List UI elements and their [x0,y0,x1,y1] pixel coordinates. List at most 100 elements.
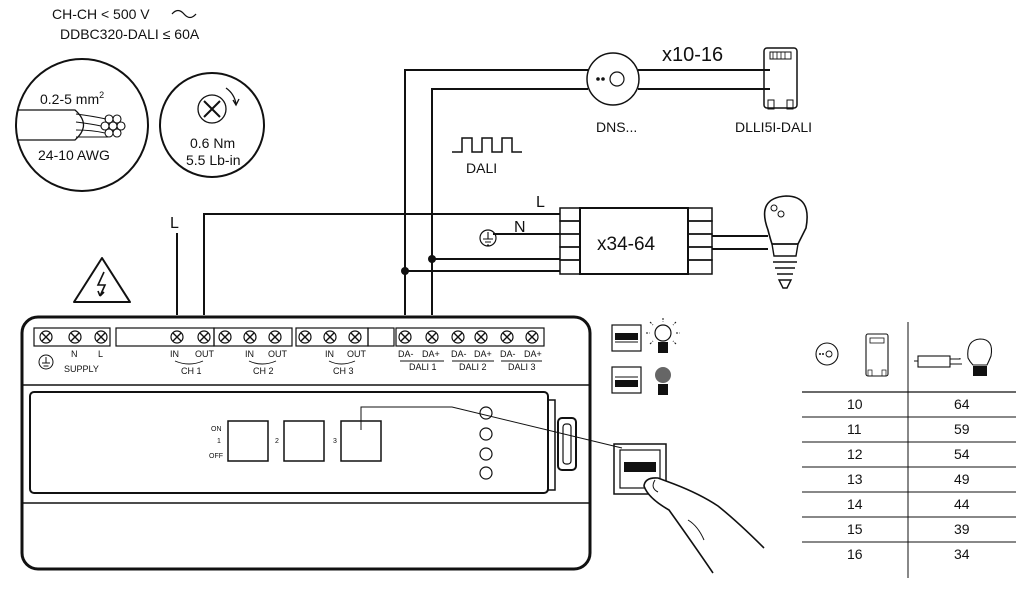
table-cell-sensors: 11 [847,421,862,437]
warning-triangle-icon [73,257,131,303]
header-voltage: CH-CH < 500 V [52,6,150,22]
torque-nm: 0.6 Nm [190,135,235,151]
ch1-out: OUT [195,349,215,359]
front-panel [29,391,549,494]
zoom-pointer-line [360,406,623,449]
sensor-column-icon [815,342,839,366]
controller-device: N L SUPPLY IN OUT CH 1 IN OUT CH 2 IN OU… [20,315,623,571]
wire-dali-minus [404,69,588,315]
dali3-minus: DA- [500,349,516,359]
driver-bulb-column-icon [914,338,993,376]
ch2-label: CH 2 [253,366,274,376]
table-cell-drivers: 54 [954,446,970,462]
channel-1-button[interactable] [227,420,269,462]
table-cell-drivers: 44 [954,496,970,512]
button-state-on [611,324,642,352]
junction-dot [401,267,409,275]
dali-signal-icon [452,137,522,153]
status-leds [479,406,493,480]
screw-head-icon [197,94,227,124]
table-cell-drivers: 64 [954,396,970,412]
table-cell-sensors: 12 [847,446,863,462]
led-bulb-icon [763,195,808,289]
dali1-minus: DA- [398,349,414,359]
terminal-l: L [98,349,103,359]
torque-lbin: 5.5 Lb-in [186,152,240,168]
driver-label-L: L [536,194,545,211]
table-cell-drivers: 34 [954,546,970,562]
dlli-module [763,47,798,110]
wiring [176,69,770,315]
dns-sensor [586,52,640,106]
dali3-plus: DA+ [524,349,542,359]
dns-sensor-body [586,52,640,106]
compatibility-table [802,322,1016,578]
controller-housing [20,315,592,571]
wire-spec: 0.2-5 mm2 24-10 AWG [15,58,149,192]
ch1-in: IN [170,349,179,359]
dali2-label: DALI 2 [459,362,487,372]
table-cell-sensors: 15 [847,521,863,537]
zoomed-button [613,443,667,495]
ch3-out: OUT [347,349,367,359]
ch2-out: OUT [268,349,288,359]
front-3: 3 [333,438,337,445]
cable-sheath-icon [17,109,85,141]
ch3-in: IN [325,349,334,359]
table-cell-drivers: 49 [954,471,970,487]
table-cell-sensors: 16 [847,546,863,562]
lit-bulb-icon [646,318,680,353]
front-2: 2 [275,438,279,445]
dlli-label: DLLI5I-DALI [735,119,812,135]
torque-spec: 0.6 Nm 5.5 Lb-in [159,72,265,178]
earth-terminal-icon [38,354,54,370]
din-clip [557,417,577,471]
rotation-arrow-icon [225,87,237,105]
table-cell-drivers: 59 [954,421,970,437]
label-line-supply: L [170,215,179,232]
driver-label-N: N [514,219,526,236]
table-cell-drivers: 39 [954,521,970,537]
finger-hand-icon [643,477,765,574]
ch1-label: CH 1 [181,366,202,376]
label-dali: DALI [466,160,497,176]
table-cell-sensors: 14 [847,496,863,512]
earth-icon [479,229,497,247]
wire-dali-plus [431,88,588,315]
dns-label: DNS... [596,119,637,135]
table-cell-sensors: 10 [847,396,863,412]
terminal-supply: SUPPLY [64,364,99,374]
cable-strands-icon [75,113,126,138]
wire-spec-circle [15,58,149,192]
wire-section: 0.2-5 mm2 [40,90,104,107]
table-rows: 10 64 11 59 12 54 13 49 14 44 15 39 16 34 [847,396,970,562]
wire-ch1-out-to-driver [203,213,560,315]
table-cell-sensors: 13 [847,471,863,487]
terminal-screws [39,330,539,344]
dali3-label: DALI 3 [508,362,536,372]
channel-2-button[interactable] [283,420,325,462]
terminal-n: N [71,349,78,359]
dali-driver [559,207,713,275]
wire-awg: 24-10 AWG [38,147,110,163]
front-on: ON [211,426,222,433]
screw-cross-icon [203,100,221,118]
ac-wave-icon [171,9,197,19]
dali2-plus: DA+ [474,349,492,359]
ch2-in: IN [245,349,254,359]
dlli-column-icon [865,333,889,377]
driver-count: x34-64 [597,234,656,255]
dns-count: x10-16 [662,44,723,66]
junction-dot [428,255,436,263]
front-off: OFF [209,453,223,460]
dali2-minus: DA- [451,349,467,359]
dark-bulb-icon [655,367,671,395]
header-current: DDBC320-DALI ≤ 60A [60,26,200,42]
dali1-plus: DA+ [422,349,440,359]
dns-sensor-lens-icon [609,71,625,87]
front-1: 1 [217,438,221,445]
dali1-label: DALI 1 [409,362,437,372]
button-state-off [611,366,642,394]
